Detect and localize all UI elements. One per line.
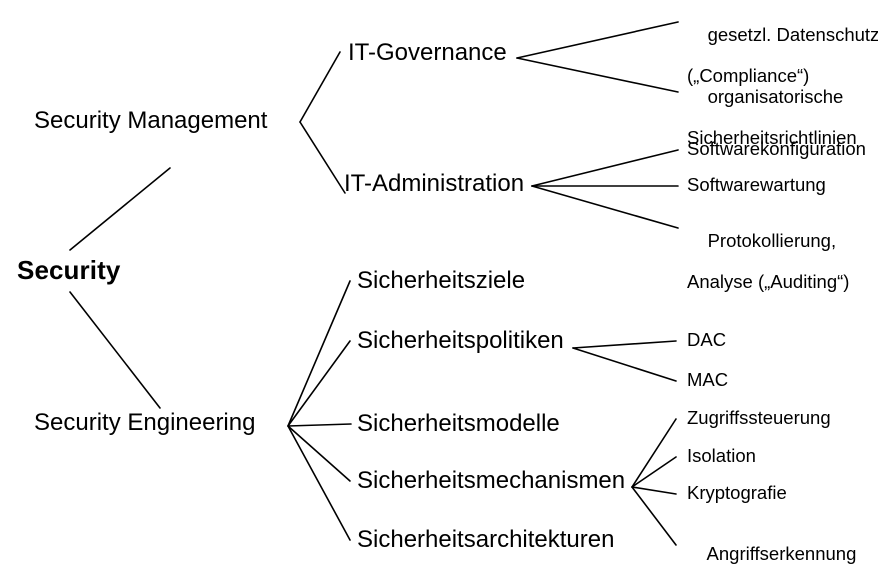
edge-security-engineering-to-sicherheitsziele: [287, 280, 351, 427]
node-mac[interactable]: MAC: [687, 369, 729, 390]
node-zugriffssteuerung[interactable]: Zugriffssteuerung: [687, 407, 831, 428]
edge-security-management-to-it-administration: [299, 121, 346, 194]
edge-sicherheitspolitiken-to-mac: [572, 347, 677, 382]
node-sicherheitsmechanismen[interactable]: Sicherheitsmechanismen: [357, 467, 626, 494]
node-angriffserkennung-line1: Angriffserkennung: [706, 542, 857, 564]
edge-it-governance-to-organisatorische: [516, 57, 679, 93]
edge-security-to-security-engineering: [69, 291, 161, 409]
node-gesetzl-datenschutz-line1: gesetzl. Datenschutz: [707, 23, 878, 45]
node-kryptografie[interactable]: Kryptografie: [687, 482, 787, 503]
node-gesetzl-datenschutz[interactable]: gesetzl. Datenschutz („Compliance“): [687, 4, 878, 128]
edge-security-engineering-to-sicherheitsmechanismen: [287, 425, 351, 482]
edge-security-engineering-to-sicherheitsmodelle: [287, 423, 352, 427]
edge-security-management-to-it-governance: [299, 51, 341, 123]
node-organisatorische-sicherheitsrichtlinien[interactable]: organisatorische Sicherheitsrichtlinien: [687, 66, 857, 190]
edge-sicherheitsmechanismen-to-kryptografie: [631, 486, 677, 495]
node-gesetzl-datenschutz-line2: („Compliance“): [687, 65, 810, 87]
node-softwarekonfiguration[interactable]: Softwarekonfiguration: [687, 138, 866, 159]
node-softwarewartung[interactable]: Softwarewartung: [687, 174, 826, 195]
edge-sicherheitsmechanismen-to-isolation: [631, 456, 677, 488]
node-organisatorische-line1: organisatorische: [707, 85, 844, 107]
node-dac[interactable]: DAC: [687, 329, 727, 350]
node-isolation[interactable]: Isolation: [687, 445, 756, 466]
edge-security-engineering-to-sicherheitsarchitekturen: [287, 425, 351, 541]
edge-it-administration-to-protokollierung: [531, 185, 679, 229]
node-protokollierung-analyse[interactable]: Protokollierung, Analyse („Auditing“): [687, 210, 849, 334]
node-security[interactable]: Security: [17, 255, 121, 285]
edge-security-engineering-to-sicherheitspolitiken: [287, 340, 351, 427]
node-sicherheitspolitiken[interactable]: Sicherheitspolitiken: [357, 327, 564, 354]
edge-it-governance-to-gesetzl-datenschutz: [516, 21, 679, 59]
edge-sicherheitsmechanismen-to-zugriffssteuerung: [631, 418, 677, 488]
edge-sicherheitsmechanismen-to-angriffserkennung: [631, 486, 677, 546]
node-security-management[interactable]: Security Management: [34, 107, 268, 134]
edge-sicherheitspolitiken-to-dac: [572, 340, 677, 349]
edge-it-administration-to-softwarekonfiguration: [531, 149, 679, 187]
node-organisatorische-line2: Sicherheitsrichtlinien: [687, 127, 857, 149]
node-it-administration[interactable]: IT-Administration: [344, 170, 525, 197]
node-sicherheitsmodelle[interactable]: Sicherheitsmodelle: [357, 410, 560, 437]
node-protokollierung-line1: Protokollierung,: [707, 229, 837, 251]
node-sicherheitsziele[interactable]: Sicherheitsziele: [357, 267, 526, 294]
edge-security-to-security-management: [69, 167, 171, 251]
node-it-governance[interactable]: IT-Governance: [348, 39, 507, 66]
node-sicherheitsarchitekturen[interactable]: Sicherheitsarchitekturen: [357, 526, 615, 553]
node-security-engineering[interactable]: Security Engineering: [34, 409, 256, 436]
node-protokollierung-line2: Analyse („Auditing“): [687, 271, 850, 293]
node-angriffserkennung[interactable]: Angriffserkennung (Intrusion Detection): [687, 523, 857, 578]
